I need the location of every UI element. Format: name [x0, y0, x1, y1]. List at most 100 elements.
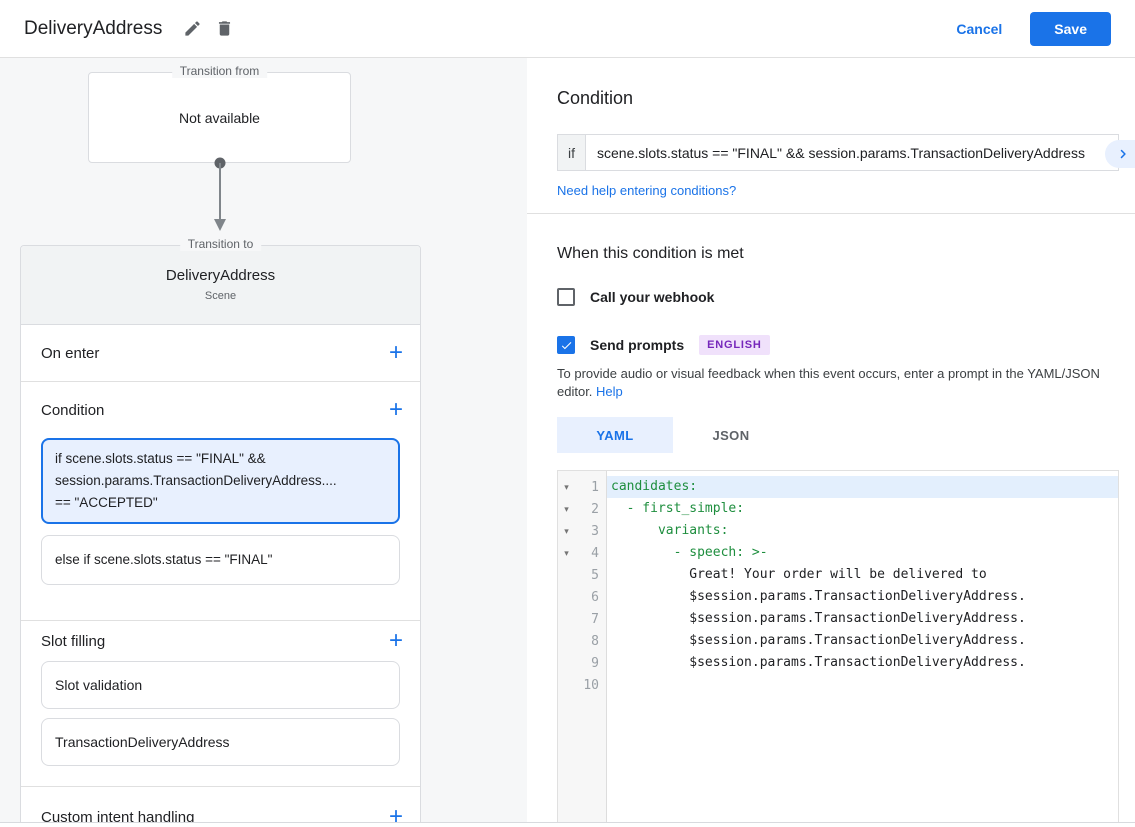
editor-code-area[interactable]: candidates: - first_simple: variants: - …: [607, 471, 1118, 822]
line-number: 6: [591, 589, 599, 605]
transition-from-box: Transition from Not available: [88, 64, 351, 163]
send-prompts-label: Send prompts: [590, 337, 685, 353]
format-tabs: YAML JSON: [557, 417, 1119, 453]
slot-filling-label: Slot filling: [41, 632, 106, 650]
condition-cards: if scene.slots.status == "FINAL" && sessi…: [21, 438, 420, 585]
gutter-row: ▾4: [558, 542, 606, 564]
slot-filling-section-header: Slot filling +: [21, 621, 420, 661]
line-number: 8: [591, 633, 599, 649]
check-icon: [561, 341, 571, 349]
add-slot-button[interactable]: +: [388, 627, 403, 654]
code-line[interactable]: $session.params.TransactionDeliveryAddre…: [611, 655, 1026, 670]
send-prompts-row: Send prompts ENGLISH: [557, 335, 1119, 355]
condition-expression-row: if scene.slots.status == "FINAL" && sess…: [557, 134, 1119, 171]
scene-diagram-canvas: Transition from Not available Transition…: [0, 58, 527, 822]
bottom-scrollbar-track[interactable]: [0, 822, 1135, 827]
condition-card-line: if scene.slots.status == "FINAL" &&: [55, 451, 266, 466]
custom-intent-row: Custom intent handling +: [21, 787, 420, 823]
gutter-row: ▾3: [558, 520, 606, 542]
condition-card-line: session.params.TransactionDeliveryAddres…: [55, 473, 337, 488]
webhook-label: Call your webhook: [590, 289, 715, 305]
custom-intent-label: Custom intent handling: [41, 808, 195, 823]
condition-section-header: Condition +: [21, 382, 420, 438]
condition-card-line: else if scene.slots.status == "FINAL": [55, 552, 273, 567]
gutter-row: 10: [558, 674, 606, 696]
fold-arrow-icon[interactable]: ▾: [564, 481, 569, 492]
collapse-panel-button[interactable]: [1105, 140, 1135, 168]
fold-arrow-icon[interactable]: ▾: [564, 547, 569, 558]
code-line[interactable]: $session.params.TransactionDeliveryAddre…: [611, 633, 1026, 648]
line-number: 10: [583, 677, 599, 693]
code-line[interactable]: - speech: >-: [611, 545, 768, 560]
header-actions: Cancel Save: [956, 11, 1111, 46]
line-number: 9: [591, 655, 599, 671]
chevron-right-icon: [1120, 149, 1126, 159]
fold-arrow-icon[interactable]: ▾: [564, 525, 569, 536]
condition-section-label: Condition: [41, 401, 105, 419]
transition-to-legend: Transition to: [179, 237, 262, 251]
cancel-button[interactable]: Cancel: [956, 20, 1003, 37]
webhook-checkbox[interactable]: [557, 288, 575, 306]
webhook-row: Call your webhook: [557, 288, 1119, 306]
line-number: 4: [591, 545, 599, 561]
condition-card[interactable]: else if scene.slots.status == "FINAL": [41, 535, 400, 585]
panel-divider: [527, 213, 1135, 214]
slot-card[interactable]: TransactionDeliveryAddress: [41, 718, 400, 766]
prompt-description: To provide audio or visual feedback when…: [557, 365, 1119, 401]
fold-arrow-icon[interactable]: ▾: [564, 503, 569, 514]
condition-card[interactable]: if scene.slots.status == "FINAL" && sessi…: [41, 438, 400, 524]
code-line[interactable]: variants:: [611, 523, 729, 538]
add-on-enter-button[interactable]: +: [388, 339, 403, 366]
edit-title-button[interactable]: [176, 13, 208, 45]
condition-editor-panel: Condition if scene.slots.status == "FINA…: [527, 58, 1135, 822]
gutter-row: ▾2: [558, 498, 606, 520]
if-prefix: if: [557, 134, 585, 171]
code-line[interactable]: Great! Your order will be delivered to: [611, 567, 987, 582]
condition-expression-input[interactable]: scene.slots.status == "FINAL" && session…: [585, 134, 1119, 171]
send-prompts-checkbox[interactable]: [557, 336, 575, 354]
on-enter-label: On enter: [41, 344, 100, 362]
add-condition-button[interactable]: +: [388, 396, 403, 423]
top-header: DeliveryAddress Cancel Save: [0, 0, 1135, 58]
line-number: 7: [591, 611, 599, 627]
transition-from-legend: Transition from: [171, 64, 268, 78]
line-number: 5: [591, 567, 599, 583]
code-line[interactable]: $session.params.TransactionDeliveryAddre…: [611, 611, 1026, 626]
gutter-row: ▾1: [558, 476, 606, 498]
language-badge: ENGLISH: [699, 335, 770, 355]
condition-section: Condition + if scene.slots.status == "FI…: [21, 382, 420, 621]
scene-type-label: Scene: [204, 290, 237, 302]
slot-card[interactable]: Slot validation: [41, 661, 400, 709]
condition-help-link[interactable]: Need help entering conditions?: [557, 183, 737, 198]
condition-panel-title: Condition: [557, 88, 634, 108]
tab-json[interactable]: JSON: [712, 427, 750, 443]
gutter-row: 5: [558, 564, 606, 586]
help-link[interactable]: Help: [596, 384, 623, 399]
scene-card: Transition to DeliveryAddress Scene On e…: [20, 237, 421, 823]
gutter-row: 9: [558, 652, 606, 674]
gutter-row: 7: [558, 608, 606, 630]
trash-icon: [218, 21, 230, 36]
code-line[interactable]: - first_simple:: [611, 501, 745, 516]
gutter-row: 6: [558, 586, 606, 608]
save-button[interactable]: Save: [1030, 11, 1111, 46]
add-custom-intent-button[interactable]: +: [389, 805, 403, 823]
scene-card-header[interactable]: DeliveryAddress Scene: [21, 246, 420, 325]
condition-card-line: == "ACCEPTED": [55, 495, 158, 510]
on-enter-row: On enter +: [21, 325, 420, 382]
gutter-row: 8: [558, 630, 606, 652]
tab-yaml[interactable]: YAML: [557, 417, 673, 453]
code-line[interactable]: $session.params.TransactionDeliveryAddre…: [611, 589, 1026, 604]
line-number: 3: [591, 523, 599, 539]
pencil-icon: [185, 21, 200, 36]
code-line[interactable]: [607, 674, 1118, 696]
prompt-description-text: To provide audio or visual feedback when…: [557, 366, 1100, 399]
code-line[interactable]: candidates:: [607, 476, 1118, 498]
delete-scene-button[interactable]: [208, 13, 240, 45]
transition-arrow-icon: [214, 157, 226, 231]
